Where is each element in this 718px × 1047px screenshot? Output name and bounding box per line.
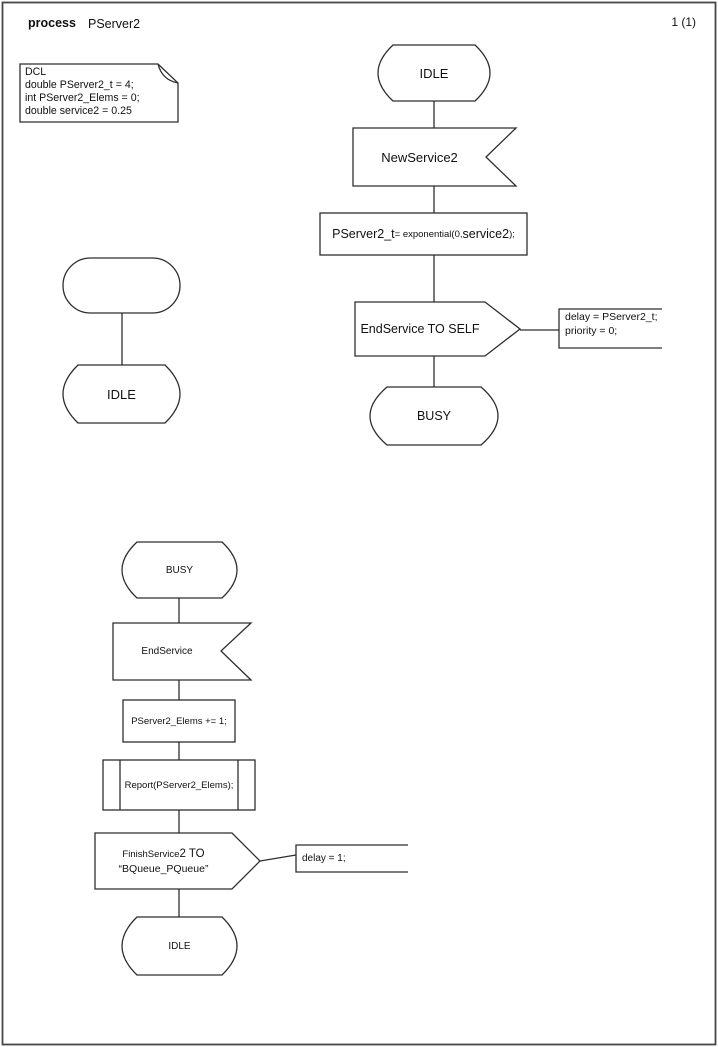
dcl-line: int PServer2_Elems = 0;: [25, 92, 140, 104]
output-label-endservice-to-self: EndService TO SELF: [360, 322, 480, 336]
procedure-call-symbol-report[interactable]: [102, 759, 256, 811]
dcl-line: double service2 = 0.25: [25, 105, 132, 117]
comment-line: delay = PServer2_t;: [565, 311, 658, 323]
text-symbol-fold: [157, 63, 179, 84]
task-text-part: );: [509, 228, 515, 240]
output-symbol-finishservice2[interactable]: [94, 832, 261, 890]
input-label-newservice2: NewService2: [381, 149, 458, 165]
start-symbol[interactable]: [62, 257, 181, 314]
task-label-exponential: PServer2_t = exponential(0,service2);: [320, 213, 527, 255]
state-label-busy-bottom: BUSY: [165, 564, 194, 576]
comment-symbol-delay-priority[interactable]: [558, 308, 662, 349]
comment-symbol-delay1[interactable]: [295, 844, 408, 873]
output-label-finishservice2: FinishService2 TO “BQueue_PQueue”: [95, 833, 232, 889]
state-label-busy: BUSY: [416, 409, 452, 423]
output-line1: FinishService2 TO: [122, 845, 204, 862]
task-text-part: = exponential(0,: [394, 228, 463, 240]
task-text-part: service2: [462, 227, 510, 241]
page-number: 1 (1): [671, 15, 696, 29]
input-label-endservice: EndService: [141, 646, 193, 657]
state-symbol-busy-bottom[interactable]: [121, 541, 238, 599]
task-label-elems-increment: PServer2_Elems += 1;: [131, 715, 227, 727]
declarations-text: DCL double PServer2_t = 4; int PServer2_…: [25, 66, 140, 118]
dcl-line: double PServer2_t = 4;: [25, 79, 134, 91]
state-symbol-idle-left[interactable]: [62, 364, 181, 424]
state-symbol-idle-top[interactable]: [377, 44, 491, 102]
procedure-call-label-report: Report(PServer2_Elems);: [124, 779, 234, 791]
state-symbol-idle-bottom[interactable]: [121, 916, 238, 976]
page-title: PServer2: [88, 17, 141, 31]
state-label-idle-left: IDLE: [107, 386, 136, 402]
input-symbol-endservice[interactable]: [112, 622, 253, 681]
comment-connector: [259, 854, 297, 862]
task-symbol-elems-increment[interactable]: [122, 699, 236, 743]
state-symbol-busy[interactable]: [369, 386, 499, 446]
output-symbol-endservice-to-self[interactable]: [354, 301, 522, 357]
output-line2: “BQueue_PQueue”: [118, 863, 209, 875]
text-symbol-declarations[interactable]: [19, 63, 179, 123]
comment-line: priority = 0;: [565, 324, 618, 337]
state-label-idle-bottom: IDLE: [168, 940, 191, 952]
comment-text-delay1: delay = 1;: [302, 853, 346, 864]
page-kind-label: process: [28, 16, 76, 30]
output-text-part: 2 TO: [179, 848, 205, 860]
comment-text-delay-priority: delay = PServer2_t; priority = 0;: [565, 311, 658, 338]
task-symbol-exponential[interactable]: [319, 212, 528, 256]
dcl-line: DCL: [25, 66, 47, 78]
task-text-part: PServer2_t: [332, 227, 395, 241]
input-symbol-newservice2[interactable]: [352, 127, 518, 187]
output-text-part: FinishService: [122, 849, 180, 860]
state-label-idle-top: IDLE: [419, 65, 449, 81]
